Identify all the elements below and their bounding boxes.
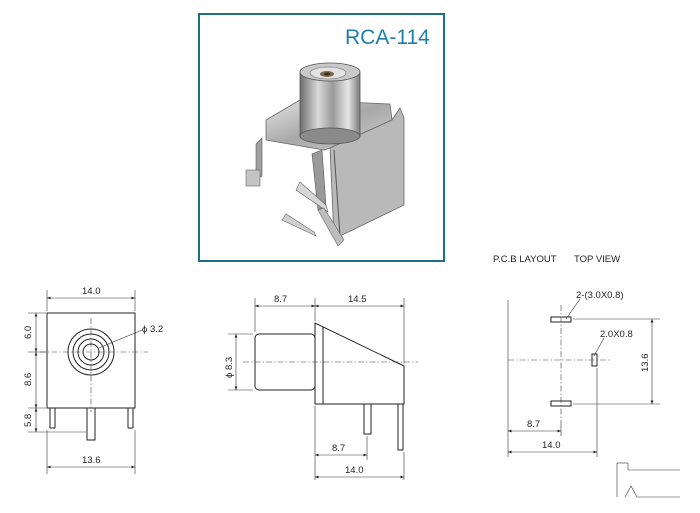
pcb-heading-view: TOP VIEW	[574, 254, 620, 265]
front-view-drawing: 14.0 13.6 ϕ 3.2 6.0 8.6 5.8	[23, 286, 163, 474]
pcb-slot-a-label: 2-(3.0X0.8)	[576, 290, 624, 301]
side-body-outline	[314, 322, 405, 405]
jack-schematic-icon	[616, 462, 680, 498]
product-photo-panel: RCA-114	[198, 13, 445, 262]
pcb-width-label: 14.0	[542, 440, 561, 451]
side-total-label: 14.0	[345, 465, 364, 476]
pcb-offset-label: 8.7	[527, 419, 540, 430]
side-seg-right-label: 14.5	[348, 294, 367, 305]
side-seg-left-label: 8.7	[274, 294, 287, 305]
front-h-upper-label: 6.0	[23, 326, 34, 339]
pcb-heading-layout: P.C.B LAYOUT	[493, 254, 557, 265]
rca-jack-photo	[245, 62, 405, 247]
front-width-bottom-label: 13.6	[82, 455, 101, 466]
front-hole-dia-label: ϕ 3.2	[142, 324, 163, 335]
pcb-slot-b-label: 2.0X0.8	[600, 329, 633, 340]
model-title: RCA-114	[345, 26, 430, 49]
front-width-top-label: 14.0	[82, 286, 101, 297]
front-h-middle-label: 8.6	[23, 373, 34, 386]
pcb-layout-drawing: P.C.B LAYOUT TOP VIEW 2-(3.0X0.8) 2.0X0.…	[493, 254, 680, 498]
side-pin-offset-label: 8.7	[332, 443, 345, 454]
side-view-drawing: 8.7 14.5 ϕ 8.3 8.7 14.0	[224, 294, 418, 480]
front-h-lower-label: 5.8	[23, 414, 34, 427]
pcb-height-label: 13.6	[640, 354, 651, 373]
side-dia-label: ϕ 8.3	[224, 357, 235, 378]
